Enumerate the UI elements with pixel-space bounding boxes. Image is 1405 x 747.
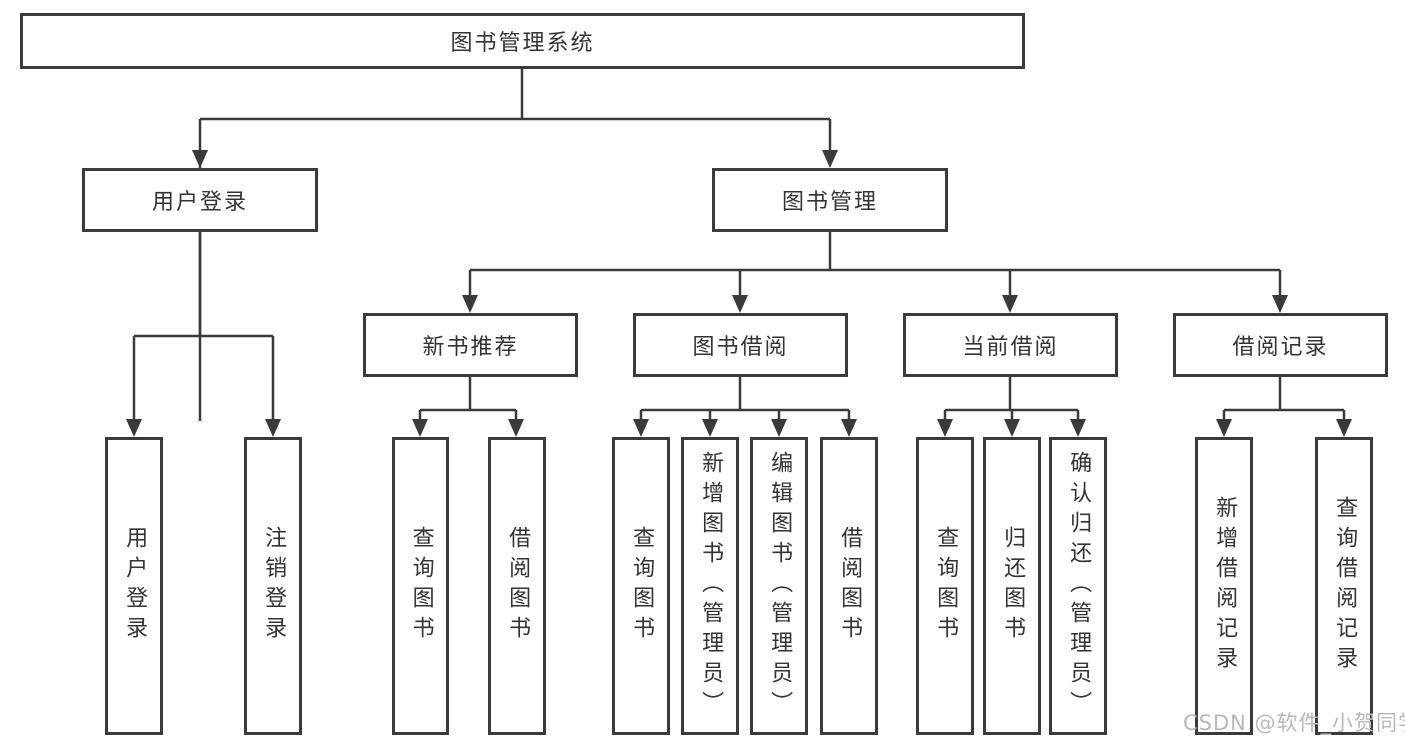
leaf-query-books-newbooks: 查询图书 — [392, 437, 449, 735]
arrowheads-leaf-columns — [412, 419, 1352, 437]
node-borrow-records-label: 借阅记录 — [1232, 335, 1329, 360]
leaf-query-books-current-label: 查询图书 — [933, 526, 959, 646]
connector-current-borrow-to-leaves — [943, 377, 1080, 421]
connector-new-books-to-leaves — [418, 377, 518, 421]
connector-root-to-level2 — [198, 68, 832, 421]
arrowheads-level3 — [462, 295, 1288, 313]
leaf-borrow-books-borrow: 借阅图书 — [820, 437, 878, 735]
node-new-book-recommend: 新书推荐 — [363, 313, 578, 377]
node-book-borrow-label: 图书借阅 — [692, 335, 789, 360]
arrowheads-root-to-level2 — [192, 150, 838, 168]
leaf-query-borrow-record-label: 查询借阅记录 — [1332, 496, 1358, 676]
leaf-query-books-borrow-label: 查询图书 — [629, 526, 655, 646]
node-user-login-branch: 用户登录 — [82, 168, 318, 232]
leaf-user-login-label: 用户登录 — [122, 526, 148, 646]
leaf-confirm-return-admin-label: 确认归还（管理员） — [1066, 451, 1092, 721]
leaf-edit-books-admin-label: 编辑图书（管理员） — [767, 451, 793, 721]
leaf-return-books-label: 归还图书 — [1000, 526, 1026, 646]
leaf-query-borrow-record: 查询借阅记录 — [1315, 437, 1373, 735]
connector-book-borrow-to-leaves — [639, 377, 851, 421]
node-book-management-label: 图书管理 — [781, 190, 878, 215]
leaf-query-books-borrow: 查询图书 — [612, 437, 670, 735]
node-current-borrow: 当前借阅 — [903, 313, 1118, 377]
node-borrow-records: 借阅记录 — [1173, 313, 1388, 377]
node-user-login-label: 用户登录 — [151, 190, 248, 215]
leaf-borrow-books-newbooks-label: 借阅图书 — [505, 526, 531, 646]
arrowheads-user-login-leaves — [126, 419, 281, 437]
node-book-borrow: 图书借阅 — [633, 313, 848, 377]
leaf-borrow-books-borrow-label: 借阅图书 — [837, 526, 863, 646]
connector-user-login-to-leaves — [132, 232, 275, 421]
connector-borrow-records-to-leaves — [1222, 377, 1346, 421]
leaf-logout-label: 注销登录 — [261, 526, 287, 646]
node-new-book-recommend-label: 新书推荐 — [422, 335, 519, 360]
csdn-watermark: CSDN @软件_小贺同学 — [1183, 711, 1405, 735]
node-book-management-branch: 图书管理 — [712, 168, 948, 232]
leaf-return-books: 归还图书 — [983, 437, 1041, 735]
connector-book-management-to-level3 — [468, 232, 1282, 296]
node-current-borrow-label: 当前借阅 — [962, 335, 1059, 360]
node-root-system: 图书管理系统 — [20, 13, 1025, 69]
node-root-label: 图书管理系统 — [450, 31, 595, 56]
leaf-user-login: 用户登录 — [105, 437, 163, 735]
leaf-edit-books-admin: 编辑图书（管理员） — [750, 437, 808, 735]
leaf-confirm-return-admin: 确认归还（管理员） — [1049, 437, 1107, 735]
leaf-add-books-admin: 新增图书（管理员） — [681, 437, 739, 735]
leaf-add-borrow-record-label: 新增借阅记录 — [1212, 496, 1238, 676]
leaf-query-books-newbooks-label: 查询图书 — [408, 526, 434, 646]
leaf-borrow-books-newbooks: 借阅图书 — [488, 437, 546, 735]
leaf-add-books-admin-label: 新增图书（管理员） — [698, 451, 724, 721]
leaf-logout: 注销登录 — [244, 437, 302, 735]
leaf-query-books-current: 查询图书 — [916, 437, 974, 735]
leaf-add-borrow-record: 新增借阅记录 — [1195, 437, 1253, 735]
